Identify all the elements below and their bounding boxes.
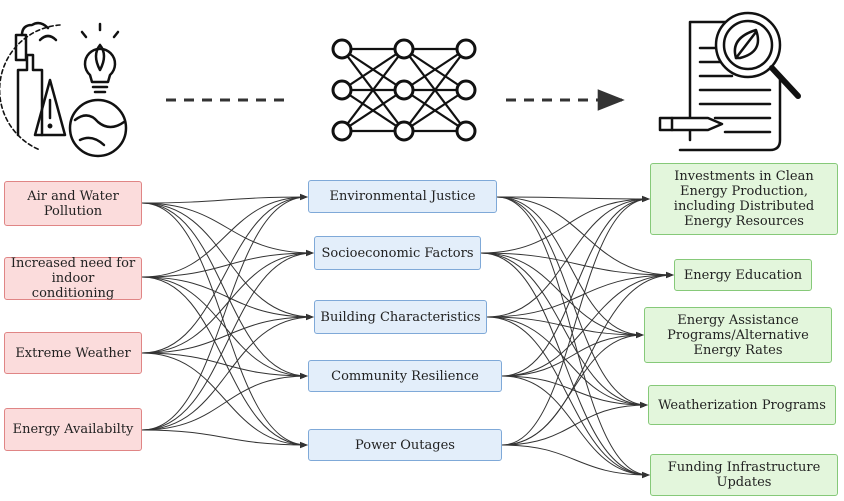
outcome-node-label: Investments in Clean Energy Production, … xyxy=(673,169,815,229)
factor-to-outcome-edge xyxy=(501,271,674,377)
factor-node-community-resilience: Community Resilience xyxy=(308,360,502,392)
input-to-factor-edge xyxy=(141,313,314,431)
factor-to-outcome-edge xyxy=(496,196,648,409)
input-node-label: Energy Availabilty xyxy=(12,422,134,437)
input-to-factor-edge xyxy=(141,352,308,380)
outcome-node-energy-education: Energy Education xyxy=(674,259,812,291)
input-to-factor-edge xyxy=(141,202,314,321)
factor-to-outcome-edge xyxy=(501,195,650,446)
factor-node-label: Building Characteristics xyxy=(320,309,481,325)
input-to-factor-edge xyxy=(141,352,308,449)
neural-network-link xyxy=(341,48,405,132)
factor-node-label: Power Outages xyxy=(355,437,455,453)
factor-to-outcome-edge xyxy=(480,195,650,254)
factor-to-outcome-edge xyxy=(501,331,644,446)
neural-network-node xyxy=(331,38,353,60)
input-to-factor-edge xyxy=(141,193,308,204)
climate-pollution-icon xyxy=(0,21,128,158)
factor-node-environmental-justice: Environmental Justice xyxy=(308,180,497,213)
input-to-factor-edge xyxy=(141,249,314,354)
neural-network-node xyxy=(331,120,353,142)
neural-network-link xyxy=(403,89,467,132)
neural-network-node xyxy=(393,120,415,142)
input-to-factor-edge xyxy=(141,193,308,431)
neural-network-link xyxy=(341,48,405,91)
input-node-extreme-weather: Extreme Weather xyxy=(4,332,142,374)
neural-network-node xyxy=(331,79,353,101)
factor-to-outcome-edge xyxy=(486,316,644,339)
factor-node-socioeconomic-factors: Socioeconomic Factors xyxy=(314,236,481,270)
edges-layer xyxy=(141,193,674,479)
policy-document-icon xyxy=(658,11,801,152)
input-to-factor-edge xyxy=(141,372,308,431)
factor-to-outcome-edge xyxy=(496,196,650,479)
neural-network-node xyxy=(393,79,415,101)
factor-to-outcome-edge xyxy=(501,375,648,409)
factor-to-outcome-edge xyxy=(496,195,650,203)
factor-node-label: Socioeconomic Factors xyxy=(321,245,474,261)
input-node-label: Increased need for indoor conditioning xyxy=(10,256,136,301)
factor-to-outcome-edge xyxy=(486,316,648,409)
input-to-factor-edge xyxy=(141,249,314,431)
neural-network-node xyxy=(455,38,477,60)
factor-to-outcome-edge xyxy=(501,401,648,446)
factor-node-label: Community Resilience xyxy=(331,368,479,384)
input-to-factor-edge xyxy=(141,202,314,257)
factor-node-power-outages: Power Outages xyxy=(308,429,502,461)
input-to-factor-edge xyxy=(141,276,314,321)
outcome-node-label: Funding Infrastructure Updates xyxy=(667,460,821,490)
outcome-node-clean-energy-investments: Investments in Clean Energy Production, … xyxy=(650,163,838,235)
input-node-air-water-pollution: Air and Water Pollution xyxy=(4,181,142,226)
input-to-factor-edge xyxy=(141,276,308,449)
neural-network-node xyxy=(455,120,477,142)
input-node-label: Extreme Weather xyxy=(15,345,131,361)
neural-network-node xyxy=(455,79,477,101)
input-to-factor-edge xyxy=(141,202,308,380)
input-to-factor-edge xyxy=(141,202,308,449)
factor-to-outcome-edge xyxy=(486,195,650,318)
factor-to-outcome-edge xyxy=(496,196,674,279)
input-node-energy-availability: Energy Availabilty xyxy=(4,408,142,451)
factor-to-outcome-edge xyxy=(501,195,650,377)
neural-network-link xyxy=(403,48,467,91)
input-to-factor-edge xyxy=(141,193,308,278)
outcome-node-weatherization: Weatherization Programs xyxy=(648,385,836,425)
neural-network-icon xyxy=(331,38,477,142)
outcome-node-energy-assistance: Energy Assistance Programs/Alternative E… xyxy=(644,307,832,363)
factor-to-outcome-edge xyxy=(480,252,674,279)
input-to-factor-edge xyxy=(141,249,314,278)
factor-to-outcome-edge xyxy=(501,331,644,377)
neural-network-link xyxy=(341,89,405,132)
factor-to-outcome-edge xyxy=(480,252,648,409)
neural-network-link xyxy=(403,48,467,132)
factor-to-outcome-edge xyxy=(486,271,674,318)
factor-to-outcome-edge xyxy=(501,375,650,479)
factor-to-outcome-edge xyxy=(480,252,644,339)
outcome-node-label: Energy Education xyxy=(683,267,803,283)
input-node-label: Air and Water Pollution xyxy=(27,188,119,219)
factor-to-outcome-edge xyxy=(480,252,650,479)
input-to-factor-edge xyxy=(141,429,308,449)
input-to-factor-edge xyxy=(141,313,314,354)
outcome-node-label: Energy Assistance Programs/Alternative E… xyxy=(667,312,809,358)
outcome-node-label: Weatherization Programs xyxy=(658,397,826,413)
factor-to-outcome-edge xyxy=(501,444,650,479)
input-to-factor-edge xyxy=(141,193,308,354)
neural-network-node xyxy=(393,38,415,60)
outcome-node-funding-infrastructure: Funding Infrastructure Updates xyxy=(650,454,838,496)
factor-node-label: Environmental Justice xyxy=(329,189,476,204)
factor-node-building-characteristics: Building Characteristics xyxy=(314,300,487,334)
input-node-indoor-conditioning: Increased need for indoor conditioning xyxy=(4,256,142,301)
input-to-factor-edge xyxy=(141,276,308,380)
factor-to-outcome-edge xyxy=(496,196,644,339)
